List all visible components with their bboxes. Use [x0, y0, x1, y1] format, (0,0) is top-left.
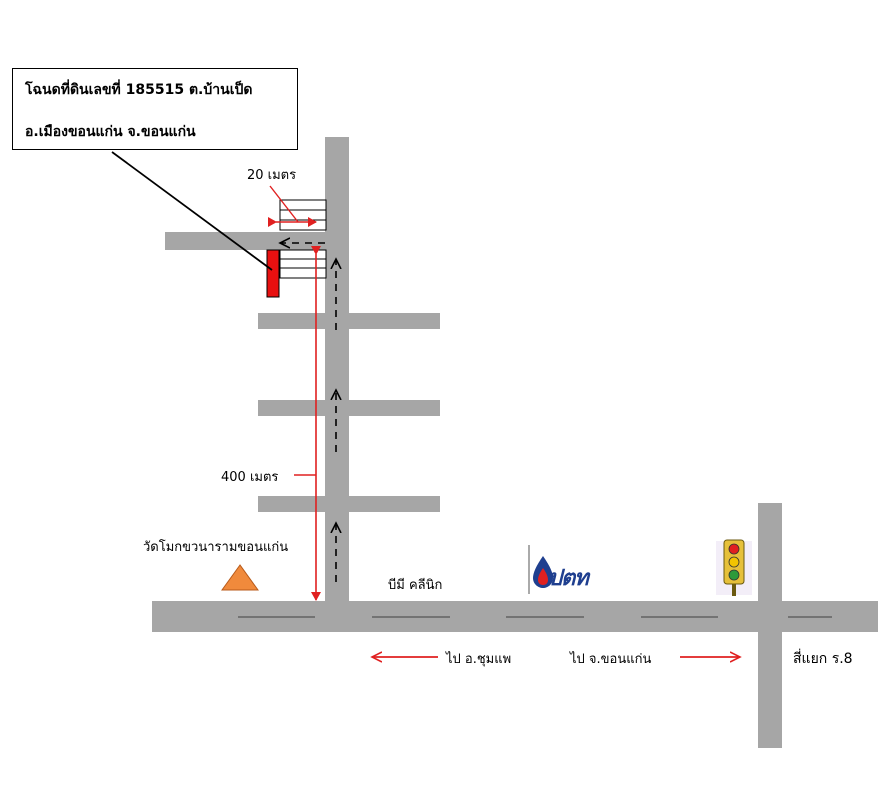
clinic-label: บีมี คลีนิก	[388, 578, 443, 593]
intersection-label: สี่แยก ร.8	[793, 651, 853, 667]
deed-number-line: โฉนดที่ดินเลขที่ 185515 ต.บ้านเป็ด	[25, 82, 253, 98]
traffic-light-icon	[716, 539, 752, 596]
ptt-logo-text: ปตท	[548, 565, 589, 591]
temple-icon	[221, 564, 259, 591]
ptt-logo-icon	[528, 545, 553, 594]
distance-400m-label: 400 เมตร	[221, 470, 279, 485]
district-province-line: อ.เมืองขอนแก่น จ.ขอนแก่น	[25, 124, 196, 140]
target-plot-marker	[266, 249, 280, 298]
side-road-right-3	[258, 496, 440, 512]
main-road-vertical	[325, 137, 349, 632]
right-road-vertical	[758, 503, 782, 748]
to-khonkaen-label: ไป จ.ขอนแก่น	[570, 652, 652, 667]
side-road-right-2	[258, 400, 440, 416]
side-road-upper-left	[165, 232, 337, 250]
width-20m-label: 20 เมตร	[247, 168, 297, 183]
land-plot-boxes	[279, 199, 327, 279]
deed-info-box: โฉนดที่ดินเลขที่ 185515 ต.บ้านเป็ด อ.เมื…	[12, 68, 298, 150]
route-arrows	[280, 243, 336, 582]
width-20m-leader	[269, 185, 299, 223]
to-chumphae-label: ไป อ.ชุมแพ	[446, 652, 512, 667]
temple-label: วัดโมกขวนารามขอนแก่น	[143, 540, 289, 555]
pointer-line	[111, 151, 273, 271]
side-road-right-1	[258, 313, 440, 329]
